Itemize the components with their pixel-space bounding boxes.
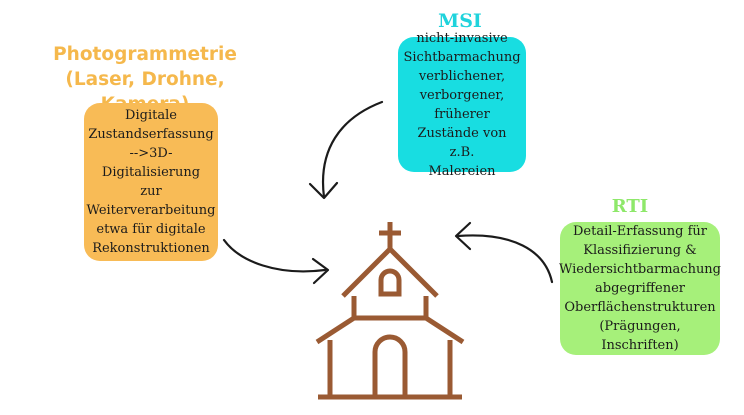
arrow-rti-head <box>454 221 472 251</box>
msi-box: nicht-invasive Sichtbarmachung verbliche… <box>398 31 526 179</box>
photogrammetry-title-line1: Photogrammetrie <box>53 44 237 65</box>
photogrammetry-box: Digitale Zustandserfassung -->3D-Digital… <box>84 103 218 261</box>
arrow-msi-to-church <box>321 100 384 199</box>
arrow-rti-to-church <box>456 234 554 284</box>
arrow-photogrammetry-to-church <box>222 238 327 273</box>
rti-box: Detail-Erfassung für Klassifizierung & W… <box>559 222 722 355</box>
arrow-msi-head <box>308 181 339 200</box>
msi-title: MSI <box>438 10 482 32</box>
rti-title: RTI <box>611 196 649 217</box>
arrow-photogrammetry-head <box>311 257 330 285</box>
